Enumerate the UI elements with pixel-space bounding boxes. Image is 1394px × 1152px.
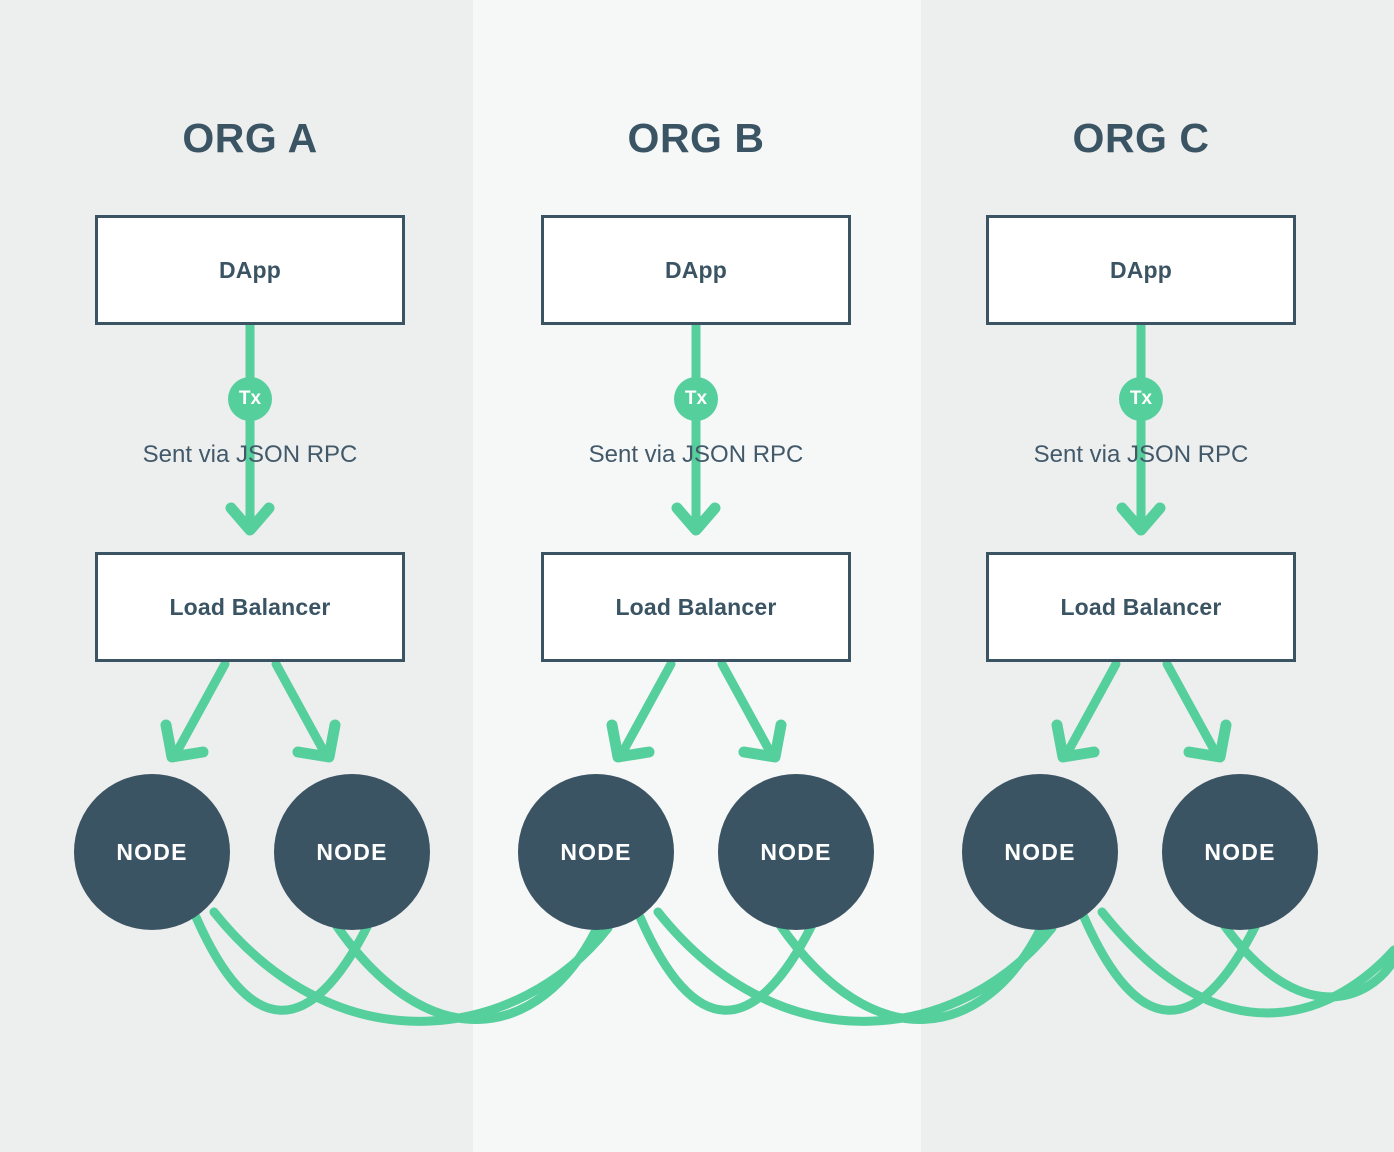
org-title-a: ORG A <box>182 115 318 161</box>
node-label-b1: NODE <box>560 838 632 865</box>
json-rpc-label-c: Sent via JSON RPC <box>1033 441 1249 468</box>
load-balancer-label-c: Load Balancer <box>1060 593 1222 620</box>
dapp-box-b[interactable]: DApp <box>541 215 851 325</box>
dapp-label-b: DApp <box>664 256 728 283</box>
load-balancer-label-a: Load Balancer <box>169 593 331 620</box>
load-balancer-label-b: Load Balancer <box>615 593 777 620</box>
node-label-a1: NODE <box>116 838 188 865</box>
dapp-box-a[interactable]: DApp <box>95 215 405 325</box>
load-balancer-box-c[interactable]: Load Balancer <box>986 552 1296 662</box>
node-circle-a2[interactable]: NODE <box>274 774 430 930</box>
json-rpc-label-b: Sent via JSON RPC <box>588 441 804 468</box>
json-rpc-label-a: Sent via JSON RPC <box>142 441 358 468</box>
tx-badge-a[interactable]: Tx <box>228 377 272 421</box>
node-circle-c1[interactable]: NODE <box>962 774 1118 930</box>
node-label-c1: NODE <box>1004 838 1076 865</box>
node-label-b2: NODE <box>760 838 832 865</box>
tx-badge-b[interactable]: Tx <box>674 377 718 421</box>
node-circle-b2[interactable]: NODE <box>718 774 874 930</box>
node-label-a2: NODE <box>316 838 388 865</box>
org-title-c: ORG C <box>1072 115 1210 161</box>
load-balancer-box-a[interactable]: Load Balancer <box>95 552 405 662</box>
node-label-c2: NODE <box>1204 838 1276 865</box>
node-circle-c2[interactable]: NODE <box>1162 774 1318 930</box>
dapp-label-c: DApp <box>1109 256 1173 283</box>
node-circle-b1[interactable]: NODE <box>518 774 674 930</box>
node-circle-a1[interactable]: NODE <box>74 774 230 930</box>
load-balancer-box-b[interactable]: Load Balancer <box>541 552 851 662</box>
dapp-box-c[interactable]: DApp <box>986 215 1296 325</box>
org-title-b: ORG B <box>627 115 765 161</box>
tx-badge-c[interactable]: Tx <box>1119 377 1163 421</box>
tx-badge-label-b: Tx <box>684 388 708 409</box>
dapp-label-a: DApp <box>218 256 282 283</box>
tx-badge-label-c: Tx <box>1129 388 1153 409</box>
tx-badge-label-a: Tx <box>238 388 262 409</box>
